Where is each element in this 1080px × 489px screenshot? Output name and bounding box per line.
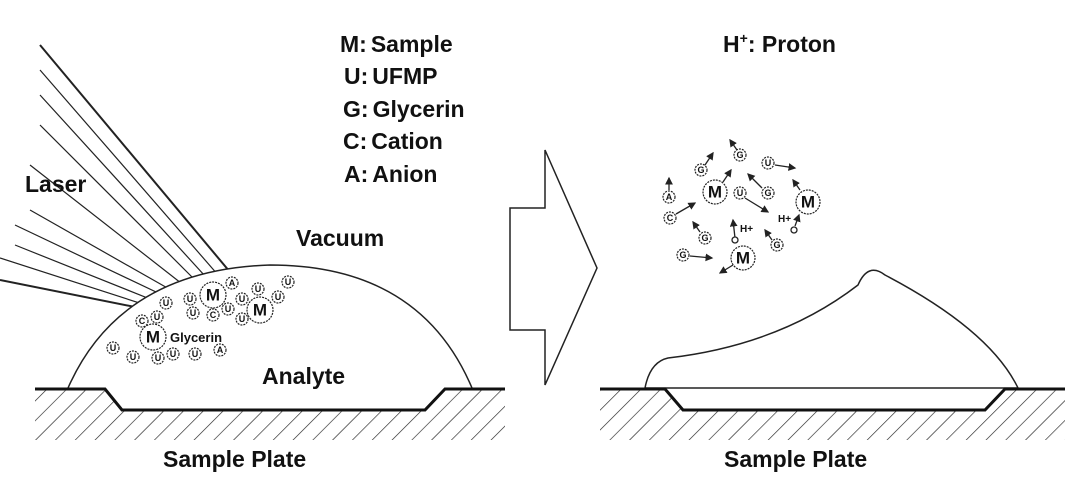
ion-cloud: G G U A M U G M C G G G M H+ H+: [662, 138, 821, 274]
svg-text:U: U: [285, 277, 292, 287]
svg-text:U: U: [155, 353, 162, 363]
svg-text:C:Cation: C:Cation: [343, 128, 443, 154]
svg-text:U: U: [130, 352, 137, 362]
svg-text:A: A: [229, 278, 236, 288]
svg-text:G: G: [701, 233, 708, 243]
svg-text:M: M: [801, 193, 815, 212]
svg-text:U: U: [187, 294, 194, 304]
sample-plate-label-right: Sample Plate: [724, 446, 867, 472]
svg-text:G: G: [697, 165, 704, 175]
svg-text:U: U: [154, 312, 161, 322]
vacuum-label: Vacuum: [296, 225, 384, 251]
svg-text:M: M: [708, 183, 722, 202]
sample-plate-label-left: Sample Plate: [163, 446, 306, 472]
svg-text:U: U: [190, 308, 197, 318]
proton-legend: H+: Proton: [723, 30, 836, 57]
svg-text:C: C: [210, 310, 217, 320]
svg-text:A:Anion: A:Anion: [344, 161, 437, 187]
svg-text:M: M: [146, 328, 160, 347]
molecule-m: M: [139, 323, 167, 351]
glycerin-label: Glycerin: [170, 330, 222, 345]
svg-text:U: U: [239, 314, 246, 324]
svg-text:A: A: [217, 345, 224, 355]
svg-text:U: U: [225, 304, 232, 314]
svg-text:G: G: [764, 188, 771, 198]
sample-plate-right: [600, 387, 1065, 475]
svg-text:A: A: [666, 192, 673, 202]
droplet-molecules: M M M A U U C U U U U U U U U C U U U U …: [106, 275, 295, 365]
svg-text:U:UFMP: U:UFMP: [344, 63, 437, 89]
legend: M:Sample U:UFMP G:Glycerin C:Cation A:An…: [340, 31, 465, 187]
proton-label: H+: [740, 224, 753, 235]
svg-text:U: U: [275, 292, 282, 302]
svg-text:M: M: [736, 249, 750, 268]
svg-text:C: C: [667, 213, 674, 223]
sample-plate-left: [35, 387, 505, 475]
laser-beam: [0, 44, 236, 311]
svg-text:U: U: [163, 298, 170, 308]
svg-text:U: U: [765, 158, 772, 168]
laser-label: Laser: [25, 171, 86, 197]
analyte-label: Analyte: [262, 363, 345, 389]
svg-text:M: M: [206, 286, 220, 305]
molecule-m: M: [199, 281, 227, 309]
svg-text:U: U: [192, 349, 199, 359]
svg-text:G: G: [736, 150, 743, 160]
svg-text:C: C: [139, 316, 146, 326]
svg-text:M: M: [253, 301, 267, 320]
svg-text:U: U: [110, 343, 117, 353]
svg-text:G: G: [679, 250, 686, 260]
svg-text:G: G: [773, 240, 780, 250]
svg-text:U: U: [239, 294, 246, 304]
svg-text:M:Sample: M:Sample: [340, 31, 453, 57]
molecule-m: M: [246, 296, 274, 324]
process-arrow: [509, 149, 598, 386]
svg-text:U: U: [170, 349, 177, 359]
svg-text:U: U: [255, 284, 262, 294]
ablated-droplet: [644, 269, 1020, 389]
svg-text:G:Glycerin: G:Glycerin: [343, 96, 465, 122]
svg-text:U: U: [737, 188, 744, 198]
proton-label: H+: [778, 214, 791, 225]
